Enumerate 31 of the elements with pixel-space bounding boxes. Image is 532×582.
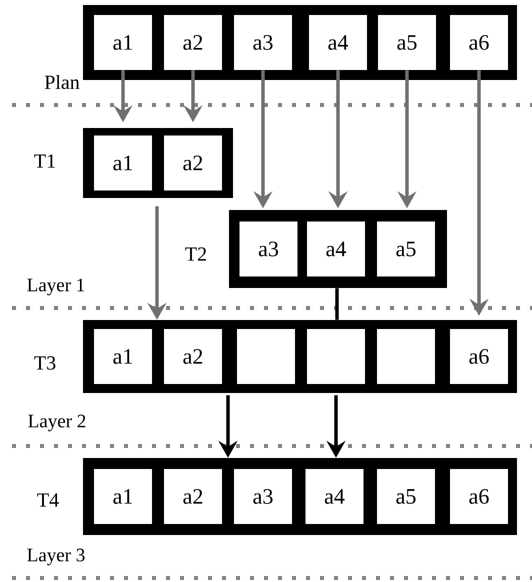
empty-cell xyxy=(307,329,365,384)
layer-label: Layer 2 xyxy=(28,414,86,432)
row-label: T1 xyxy=(34,154,55,168)
row-label: T4 xyxy=(37,493,59,507)
row-label: T2 xyxy=(185,247,206,261)
array-cell: a4 xyxy=(307,222,365,276)
array-cell: a1 xyxy=(94,469,152,524)
array-cell: a2 xyxy=(164,329,222,384)
array-cell: a6 xyxy=(450,329,508,384)
array-cell: a3 xyxy=(234,15,292,70)
array-cell: a2 xyxy=(164,136,222,190)
array-cell: a2 xyxy=(164,15,222,70)
array-cell: a6 xyxy=(450,469,508,524)
empty-cell xyxy=(377,329,435,384)
array-cell: a6 xyxy=(450,15,508,70)
array-cell: a5 xyxy=(378,15,436,70)
array-cell: a4 xyxy=(309,15,367,70)
array-cell: a1 xyxy=(94,15,152,70)
array-cell: a1 xyxy=(94,136,152,190)
row-label: Plan xyxy=(44,74,80,90)
array-cell: a3 xyxy=(234,469,292,524)
array-cell: a5 xyxy=(377,469,435,524)
row-label: T3 xyxy=(34,356,56,370)
array-cell: a3 xyxy=(240,222,298,276)
empty-cell xyxy=(237,329,295,384)
layer-label: Layer 3 xyxy=(27,548,85,566)
array-cell: a1 xyxy=(94,329,152,384)
array-cell: a4 xyxy=(306,469,364,524)
array-cell: a2 xyxy=(164,469,222,524)
layer-label: Layer 1 xyxy=(27,278,84,296)
array-cell: a5 xyxy=(377,222,435,276)
